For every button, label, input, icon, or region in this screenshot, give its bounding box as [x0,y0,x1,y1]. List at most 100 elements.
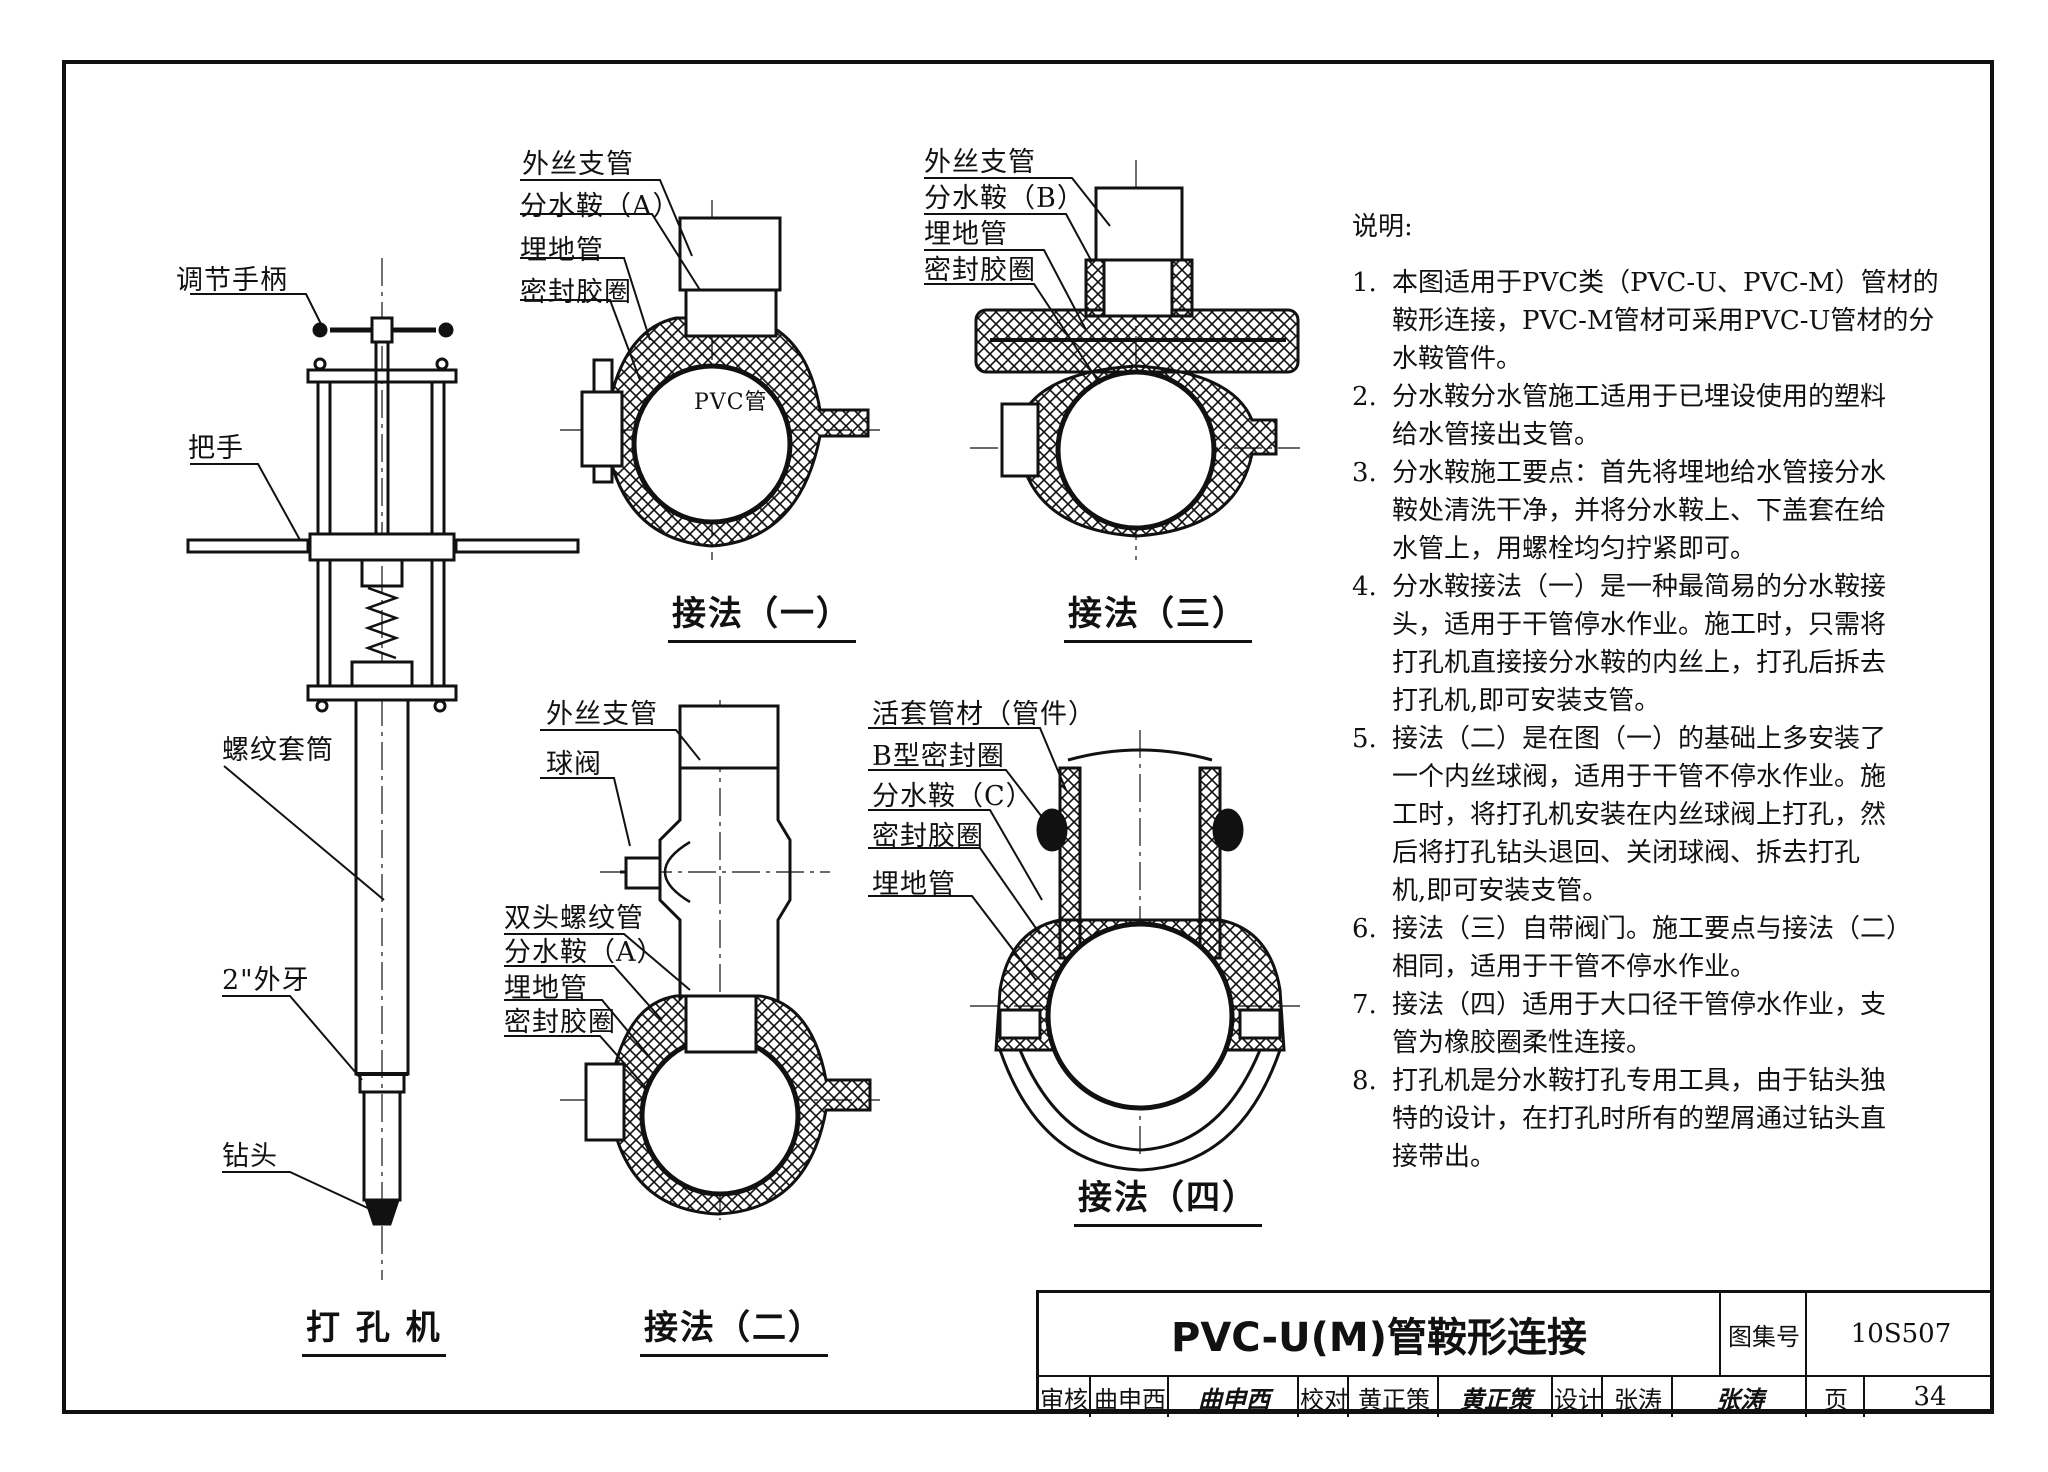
m1-label-buried-pipe: 埋地管 [520,235,604,266]
note-line: 一个内丝球阀，适用于干管不停水作业。施 [1392,762,1887,792]
atlas-no: 10S507 [1805,1293,1995,1375]
m2-label-seal-ring: 密封胶圈 [504,1007,616,1038]
caption-method2: 接法（二） [640,1300,828,1357]
method1-drawing [560,200,880,560]
note-text: 接法（三）自带阀门。施工要点与接法（二）相同，适用于干管不停水作业。 [1392,910,1912,986]
m3-label-saddle-b: 分水鞍（B） [924,183,1085,214]
note-line: 分水鞍分水管施工适用于已埋设使用的塑料 [1392,382,1887,412]
note-line: 打孔机直接接分水鞍的内丝上，打孔后拆去 [1392,648,1887,678]
m1-label-seal-ring: 密封胶圈 [520,277,632,308]
caption-method3: 接法（三） [1064,586,1252,643]
note-item: 2. 分水鞍分水管施工适用于已埋设使用的塑料给水管接出支管。 [1352,378,1952,454]
caption-drilling-machine: 打 孔 机 [302,1300,446,1357]
note-item: 7. 接法（四）适用于大口径干管停水作业，支管为橡胶圈柔性连接。 [1352,986,1952,1062]
label-2in-male-thread: 2"外牙 [222,965,310,996]
method3-drawing [970,160,1300,560]
notes-list: 1. 本图适用于PVC类（PVC-U、PVC-M）管材的鞍形连接，PVC-M管材可… [1352,264,1952,1176]
method4-drawing [970,730,1300,1172]
note-line: 特的设计，在打孔时所有的塑屑通过钻头直 [1392,1104,1887,1134]
note-line: 鞍处清洗干净，并将分水鞍上、下盖套在给 [1392,496,1887,526]
caption-method4: 接法（四） [1074,1170,1262,1227]
note-line: 接法（四）适用于大口径干管停水作业，支 [1392,990,1887,1020]
note-item: 4. 分水鞍接法（一）是一种最简易的分水鞍接头，适用于干管停水作业。施工时，只需将… [1352,568,1952,720]
note-line: 水鞍管件。 [1392,344,1523,374]
reviewer-name: 曲申西 [1089,1377,1169,1417]
m1-label-male-branch: 外丝支管 [522,149,634,180]
note-item: 6. 接法（三）自带阀门。施工要点与接法（二）相同，适用于干管不停水作业。 [1352,910,1952,986]
note-text: 分水鞍接法（一）是一种最简易的分水鞍接头，适用于干管停水作业。施工时，只需将打孔… [1392,568,1886,720]
note-line: 接带出。 [1392,1142,1497,1172]
page-number: 34 [1863,1377,1995,1417]
note-line: 机,即可安装支管。 [1392,876,1609,906]
label-adjust-handle: 调节手柄 [176,265,288,296]
review-label: 审核 [1040,1385,1088,1414]
note-line: 打孔机,即可安装支管。 [1392,686,1661,716]
note-line: 水管上，用螺栓均匀拧紧即可。 [1392,534,1757,564]
m2-label-ball-valve: 球阀 [546,749,602,780]
m1-label-pvc-pipe: PVC管 [694,390,768,415]
note-line: 后将打孔钻头退回、关闭球阀、拆去打孔 [1392,838,1861,868]
note-line: 分水鞍接法（一）是一种最简易的分水鞍接 [1392,572,1887,602]
note-item: 3. 分水鞍施工要点：首先将埋地给水管接分水鞍处清洗干净，并将分水鞍上、下盖套在给… [1352,454,1952,568]
note-number: 3. [1352,458,1377,488]
m2-label-saddle-a: 分水鞍（A） [504,937,665,968]
note-text: 分水鞍施工要点：首先将埋地给水管接分水鞍处清洗干净，并将分水鞍上、下盖套在给水管… [1392,454,1886,568]
note-number: 4. [1352,572,1377,602]
note-line: 鞍形连接，PVC-M管材可采用PVC-U管材的分 [1392,306,1935,336]
note-text: 打孔机是分水鞍打孔专用工具，由于钻头独特的设计，在打孔时所有的塑屑通过钻头直接带… [1392,1062,1886,1176]
m4-label-seal-ring: 密封胶圈 [872,821,984,852]
note-item: 5.接法（二）是在图（一）的基础上多安装了一个内丝球阀，适用于干管不停水作业。施… [1352,720,1952,910]
note-number: 7. [1352,990,1377,1020]
leader-lines [190,177,1111,1211]
designer-signature: 张涛 [1671,1377,1807,1417]
atlas-no-label: 图集号 [1719,1293,1807,1375]
label-grip: 把手 [188,433,244,464]
note-line: 给水管接出支管。 [1392,420,1601,450]
note-line: 相同，适用于干管不停水作业。 [1392,952,1757,982]
label-drill-bit: 钻头 [222,1141,278,1172]
notes-heading: 说明: [1352,212,1413,242]
note-line: 打孔机是分水鞍打孔专用工具，由于钻头独 [1392,1066,1887,1096]
caption-method1: 接法（一） [668,586,856,643]
notes-panel: 说明: 1. 本图适用于PVC类（PVC-U、PVC-M）管材的鞍形连接，PVC-… [1352,208,1952,1176]
page-label: 页 [1805,1377,1865,1417]
reviewer-signature: 曲申西 [1167,1377,1299,1417]
drawing-frame [62,60,1994,1414]
note-line: 工时，将打孔机安装在内丝球阀上打孔，然 [1392,800,1887,830]
m2-label-double-thread-pipe: 双头螺纹管 [504,903,644,934]
m4-label-sleeve-pipe: 活套管材（管件） [872,699,1096,730]
note-line: 分水鞍施工要点：首先将埋地给水管接分水 [1392,458,1887,488]
checker-name: 黄正策 [1347,1377,1439,1417]
m4-label-b-seal: B型密封圈 [872,741,1005,772]
m3-label-seal-ring: 密封胶圈 [924,255,1036,286]
note-number: 8. [1352,1066,1377,1096]
drawing-title: PVC-U(M)管鞍形连接 [1039,1293,1721,1375]
note-number: 2. [1352,382,1377,412]
m1-label-saddle-a: 分水鞍（A） [520,191,681,222]
title-block: PVC-U(M)管鞍形连接 图集号 10S507 审核 曲申西 曲申西 校对 黄… [1036,1290,1993,1417]
note-line: 接法（二）是在图（一）的基础上多安装了 [1392,724,1887,754]
checker-signature: 黄正策 [1437,1377,1553,1417]
note-line: 管为橡胶圈柔性连接。 [1392,1028,1653,1058]
m3-label-male-branch: 外丝支管 [924,147,1036,178]
note-line: 头，适用于干管停水作业。施工时，只需将 [1392,610,1887,640]
note-text: 分水鞍分水管施工适用于已埋设使用的塑料给水管接出支管。 [1392,378,1886,454]
m3-label-buried-pipe: 埋地管 [924,219,1008,250]
m4-label-buried-pipe: 埋地管 [872,869,956,900]
note-item: 8. 打孔机是分水鞍打孔专用工具，由于钻头独特的设计，在打孔时所有的塑屑通过钻头直… [1352,1062,1952,1176]
note-item: 1. 本图适用于PVC类（PVC-U、PVC-M）管材的鞍形连接，PVC-M管材可… [1352,264,1952,378]
label-thread-sleeve: 螺纹套筒 [222,735,334,766]
method2-drawing [560,700,880,1220]
note-number: 6. [1352,914,1377,944]
note-text: 接法（四）适用于大口径干管停水作业，支管为橡胶圈柔性连接。 [1392,986,1886,1062]
note-text: 接法（二）是在图（一）的基础上多安装了一个内丝球阀，适用于干管不停水作业。施工时… [1392,720,1886,910]
note-text: 本图适用于PVC类（PVC-U、PVC-M）管材的鞍形连接，PVC-M管材可采用… [1392,264,1939,378]
m2-label-male-branch: 外丝支管 [546,699,658,730]
m4-label-saddle-c: 分水鞍（C） [872,781,1034,812]
note-line: 本图适用于PVC类（PVC-U、PVC-M）管材的 [1392,268,1939,298]
design-label: 设计 [1551,1377,1603,1417]
note-number: 1. [1352,268,1377,298]
designer-name: 张涛 [1601,1377,1673,1417]
check-label: 校对 [1297,1377,1349,1417]
